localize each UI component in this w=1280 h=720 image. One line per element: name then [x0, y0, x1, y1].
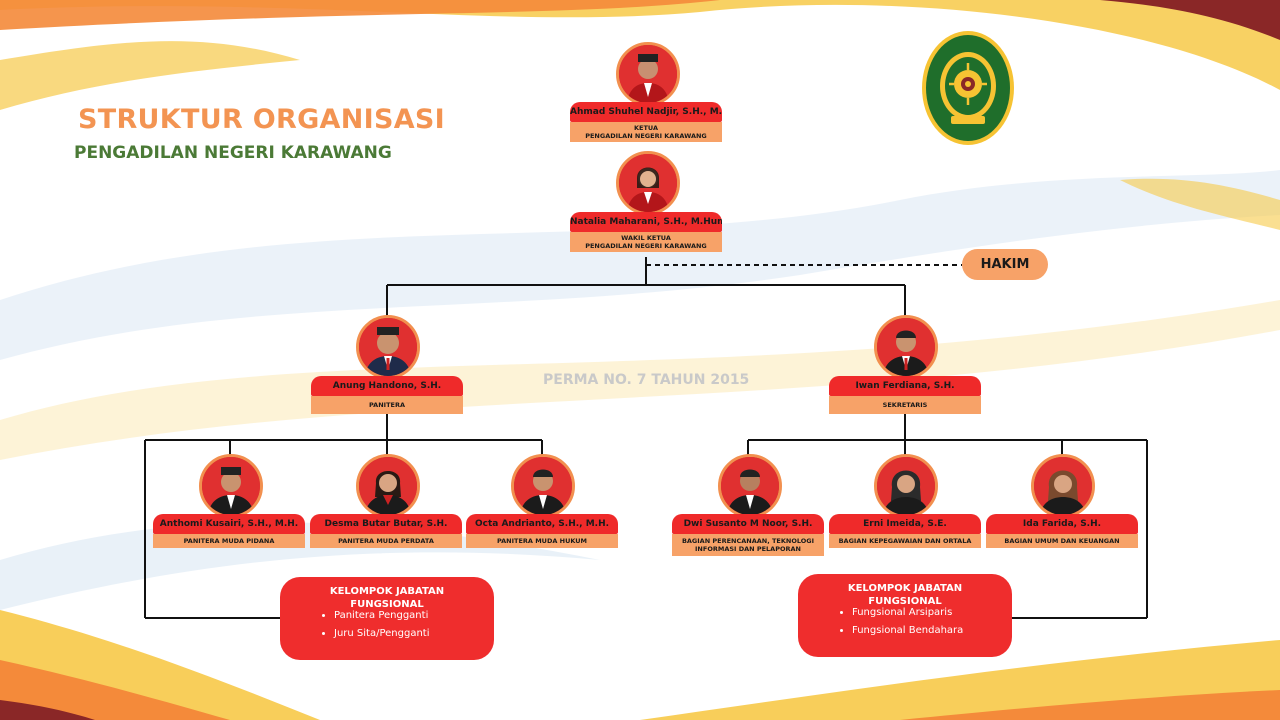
list-item: Juru Sita/Pengganti: [334, 625, 429, 643]
group-right-list: Fungsional Arsiparis Fungsional Bendahar…: [834, 604, 963, 640]
page-title: STRUKTUR ORGANISASI: [78, 104, 446, 135]
list-item: Fungsional Arsiparis: [852, 604, 963, 622]
hakim-badge: HAKIM: [962, 249, 1048, 280]
role-pm-hukum: PANITERA MUDA HUKUM: [466, 534, 618, 549]
name-kepegawaian: Erni Imeida, S.E.: [829, 514, 981, 534]
name-ptip: Dwi Susanto M Noor, S.H.: [672, 514, 824, 534]
name-sekretaris: Iwan Ferdiana, S.H.: [829, 376, 981, 396]
avatar-umum: [1031, 454, 1095, 518]
avatar-pm-perdata: [356, 454, 420, 518]
card-pm-pidana: Anthomi Kusairi, S.H., M.H. PANITERA MUD…: [153, 514, 305, 549]
name-panitera: Anung Handono, S.H.: [311, 376, 463, 396]
role-pm-perdata: PANITERA MUDA PERDATA: [310, 534, 462, 549]
role-umum: BAGIAN UMUM DAN KEUANGAN: [986, 534, 1138, 549]
avatar-pm-pidana: [199, 454, 263, 518]
name-pm-pidana: Anthomi Kusairi, S.H., M.H.: [153, 514, 305, 534]
name-pm-perdata: Desma Butar Butar, S.H.: [310, 514, 462, 534]
avatar-wakil-ketua: [616, 151, 680, 215]
avatar-sekretaris: [874, 315, 938, 379]
role-pm-pidana: PANITERA MUDA PIDANA: [153, 534, 305, 549]
card-panitera: Anung Handono, S.H. PANITERA: [311, 376, 463, 415]
card-umum: Ida Farida, S.H. BAGIAN UMUM DAN KEUANGA…: [986, 514, 1138, 549]
name-pm-hukum: Octa Andrianto, S.H., M.H.: [466, 514, 618, 534]
avatar-panitera: [356, 315, 420, 379]
avatar-ketua: [616, 42, 680, 106]
role-kepegawaian: BAGIAN KEPEGAWAIAN DAN ORTALA: [829, 534, 981, 549]
role-ptip: BAGIAN PERENCANAAN, TEKNOLOGI INFORMASI …: [672, 534, 824, 557]
avatar-kepegawaian: [874, 454, 938, 518]
role-sekretaris: SEKRETARIS: [829, 396, 981, 415]
card-ptip: Dwi Susanto M Noor, S.H. BAGIAN PERENCAN…: [672, 514, 824, 557]
card-pm-perdata: Desma Butar Butar, S.H. PANITERA MUDA PE…: [310, 514, 462, 549]
list-item: Fungsional Bendahara: [852, 622, 963, 640]
card-sekretaris: Iwan Ferdiana, S.H. SEKRETARIS: [829, 376, 981, 415]
card-wakil-ketua: Natalia Maharani, S.H., M.Hum. WAKIL KET…: [570, 212, 722, 253]
regulation-label: PERMA NO. 7 TAHUN 2015: [543, 372, 750, 388]
avatar-pm-hukum: [511, 454, 575, 518]
page-subtitle: PENGADILAN NEGERI KARAWANG: [74, 143, 392, 163]
name-ketua: Ahmad Shuhel Nadjir, S.H., M.H.: [570, 102, 722, 122]
role-panitera: PANITERA: [311, 396, 463, 415]
card-kepegawaian: Erni Imeida, S.E. BAGIAN KEPEGAWAIAN DAN…: [829, 514, 981, 549]
court-seal-logo: [922, 31, 1014, 145]
group-left-list: Panitera Pengganti Juru Sita/Pengganti: [316, 607, 429, 643]
name-umum: Ida Farida, S.H.: [986, 514, 1138, 534]
card-pm-hukum: Octa Andrianto, S.H., M.H. PANITERA MUDA…: [466, 514, 618, 549]
list-item: Panitera Pengganti: [334, 607, 429, 625]
avatar-ptip: [718, 454, 782, 518]
name-wakil-ketua: Natalia Maharani, S.H., M.Hum.: [570, 212, 722, 232]
